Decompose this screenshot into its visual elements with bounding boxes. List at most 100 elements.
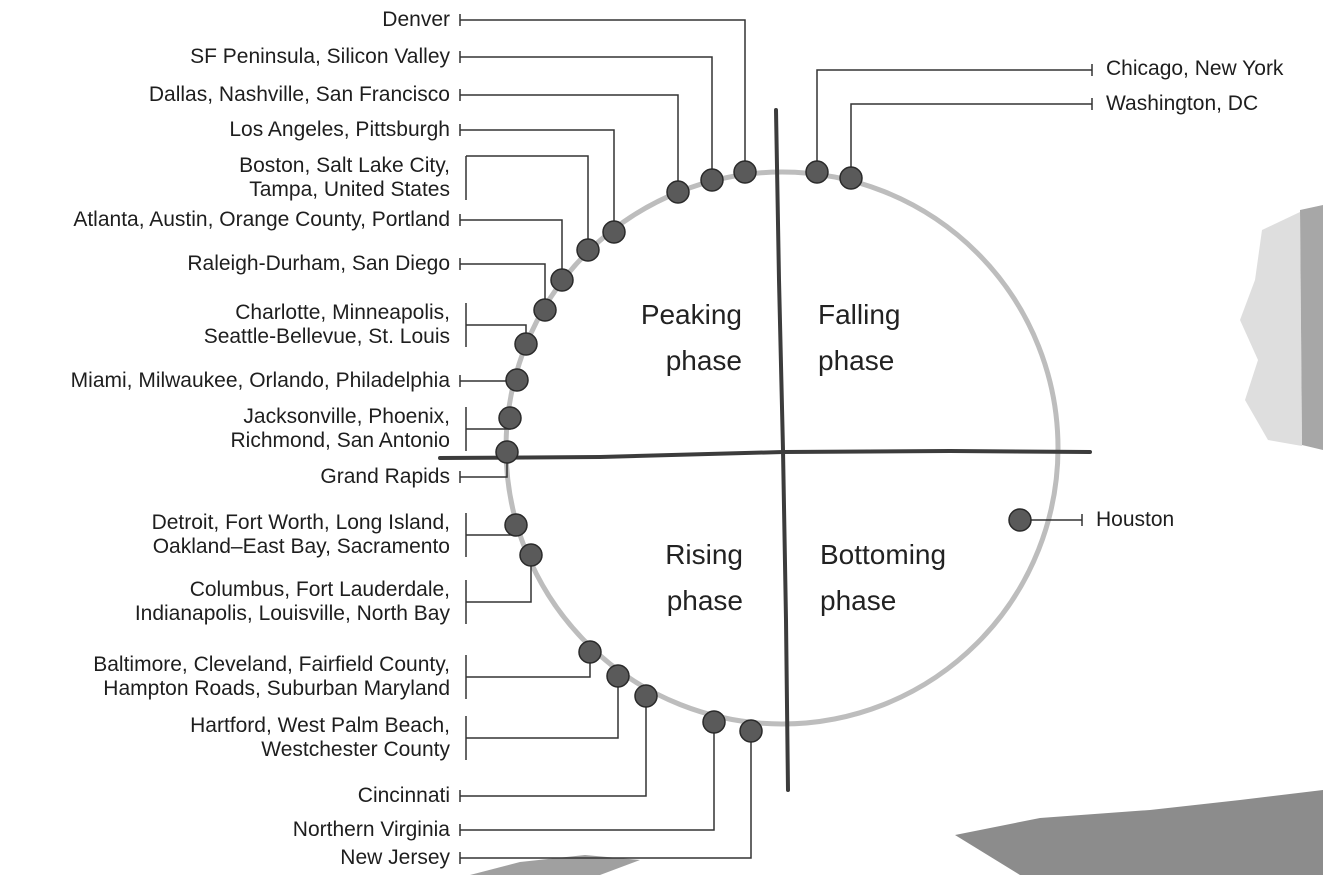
market-label-line: Chicago, New York	[1106, 57, 1284, 80]
bottoming-phase-line2: phase	[820, 585, 897, 616]
market-label-left-7: Charlotte, Minneapolis,Seattle-Bellevue,…	[204, 301, 450, 349]
scan-artifact-bottom-right	[955, 790, 1323, 875]
market-label-left-10: Grand Rapids	[320, 465, 450, 489]
market-dot-right-0	[805, 160, 829, 184]
peaking-phase-line2: phase	[665, 345, 742, 376]
market-label-line: Northern Virginia	[292, 818, 450, 841]
market-label-line: Westchester County	[261, 738, 450, 761]
market-dot-left-16	[702, 710, 726, 734]
rising-phase-label: Rising phase	[600, 532, 743, 624]
market-dot-left-17	[739, 719, 763, 743]
market-dot-left-8	[505, 368, 529, 392]
leader-lines	[459, 14, 1093, 864]
market-dot-left-11	[504, 513, 528, 537]
market-dots	[495, 160, 1032, 743]
market-label-right-1: Washington, DC	[1106, 92, 1258, 116]
market-label-line: New Jersey	[340, 846, 450, 869]
leader-line-left-0	[459, 14, 746, 172]
market-label-left-6: Raleigh-Durham, San Diego	[187, 252, 450, 276]
market-label-left-3: Los Angeles, Pittsburgh	[229, 118, 450, 142]
market-label-line: Houston	[1096, 508, 1175, 531]
market-label-left-9: Jacksonville, Phoenix,Richmond, San Anto…	[231, 405, 450, 453]
market-dot-left-4	[576, 238, 600, 262]
bottoming-phase-line1: Bottoming	[820, 539, 947, 570]
market-dot-left-6	[533, 298, 557, 322]
market-label-line: SF Peninsula, Silicon Valley	[190, 45, 450, 68]
market-dot-left-7	[514, 332, 538, 356]
market-label-left-0: Denver	[382, 8, 450, 32]
market-label-left-12: Columbus, Fort Lauderdale,Indianapolis, …	[135, 578, 450, 626]
vertical-axis	[774, 108, 790, 792]
market-label-line: Washington, DC	[1106, 92, 1259, 115]
market-label-right-0: Chicago, New York	[1106, 57, 1283, 81]
market-label-line: Grand Rapids	[320, 465, 450, 488]
leader-line-left-16	[459, 722, 715, 836]
market-label-line: Atlanta, Austin, Orange County, Portland	[73, 208, 450, 231]
market-dot-right-2	[1008, 508, 1032, 532]
peaking-phase-label: Peaking phase	[600, 292, 742, 384]
market-label-line: Los Angeles, Pittsburgh	[229, 118, 450, 141]
market-dot-left-0	[733, 160, 757, 184]
market-label-left-13: Baltimore, Cleveland, Fairfield County,H…	[93, 653, 450, 701]
scan-artifact-right	[1240, 205, 1323, 450]
market-label-left-5: Atlanta, Austin, Orange County, Portland	[73, 208, 450, 232]
leader-line-left-1	[459, 51, 713, 180]
market-label-line: Oakland–East Bay, Sacramento	[152, 535, 450, 558]
market-label-line: Raleigh-Durham, San Diego	[187, 252, 450, 275]
market-label-line: Richmond, San Antonio	[230, 429, 450, 452]
peaking-phase-line1: Peaking	[640, 299, 742, 330]
falling-phase-line2: phase	[818, 345, 895, 376]
market-dot-left-9	[498, 406, 522, 430]
horizontal-axis	[438, 448, 1092, 460]
market-label-line: Hartford, West Palm Beach,	[190, 714, 450, 737]
market-dot-left-3	[602, 220, 626, 244]
leader-line-right-1	[850, 98, 1093, 178]
market-label-line: Jacksonville, Phoenix,	[243, 405, 450, 428]
market-label-line: Miami, Milwaukee, Orlando, Philadelphia	[70, 369, 450, 392]
bottoming-phase-label: Bottoming phase	[820, 532, 946, 624]
leader-line-left-17	[459, 731, 752, 864]
falling-phase-label: Falling phase	[818, 292, 900, 384]
market-dot-left-12	[519, 543, 543, 567]
market-label-line: Hampton Roads, Suburban Maryland	[103, 677, 450, 700]
market-dot-left-15	[634, 684, 658, 708]
market-label-line: Indianapolis, Louisville, North Bay	[134, 602, 450, 625]
market-label-right-2: Houston	[1096, 508, 1174, 532]
market-label-line: Denver	[382, 8, 450, 31]
market-label-left-15: Cincinnati	[358, 784, 450, 808]
rising-phase-line2: phase	[666, 585, 743, 616]
market-label-line: Charlotte, Minneapolis,	[235, 301, 450, 324]
market-label-line: Detroit, Fort Worth, Long Island,	[151, 511, 450, 534]
rising-phase-line1: Rising	[665, 539, 743, 570]
market-label-line: Seattle-Bellevue, St. Louis	[203, 325, 450, 348]
leader-line-left-15	[459, 696, 647, 802]
market-label-left-17: New Jersey	[340, 846, 450, 870]
market-label-left-16: Northern Virginia	[293, 818, 450, 842]
market-dot-left-5	[550, 268, 574, 292]
leader-line-left-14	[465, 676, 619, 760]
market-label-line: Boston, Salt Lake City,	[239, 154, 450, 177]
market-label-left-11: Detroit, Fort Worth, Long Island,Oakland…	[152, 511, 450, 559]
market-dot-left-10	[495, 440, 519, 464]
market-dot-left-13	[578, 640, 602, 664]
leader-line-left-4	[465, 155, 589, 250]
market-dot-left-1	[700, 168, 724, 192]
leader-line-left-13	[465, 652, 591, 699]
market-label-line: Tampa, United States	[249, 178, 450, 201]
market-label-line: Baltimore, Cleveland, Fairfield County,	[93, 653, 450, 676]
leader-line-left-5	[459, 214, 563, 280]
leader-line-left-2	[459, 89, 679, 192]
market-label-line: Columbus, Fort Lauderdale,	[189, 578, 450, 601]
leader-line-left-3	[459, 124, 615, 232]
leader-line-right-0	[816, 64, 1093, 172]
market-label-left-8: Miami, Milwaukee, Orlando, Philadelphia	[71, 369, 450, 393]
market-label-line: Cincinnati	[357, 784, 450, 807]
market-dot-left-14	[606, 664, 630, 688]
scan-artifact-bottom-left	[470, 855, 640, 875]
market-dot-right-1	[839, 166, 863, 190]
leader-line-left-6	[459, 258, 546, 310]
market-label-left-2: Dallas, Nashville, San Francisco	[149, 83, 450, 107]
market-label-line: Dallas, Nashville, San Francisco	[148, 83, 450, 106]
leader-line-left-12	[465, 555, 532, 624]
